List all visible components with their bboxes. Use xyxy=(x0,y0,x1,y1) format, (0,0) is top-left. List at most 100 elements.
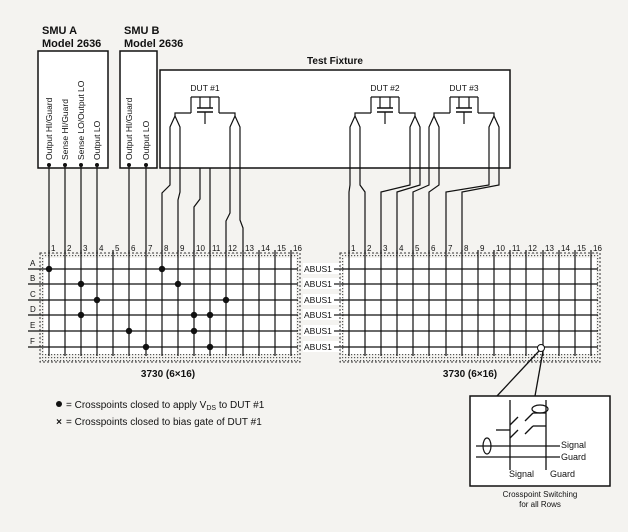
matrix-left-column-number: 7 xyxy=(148,244,153,253)
smu-a-box xyxy=(37,50,109,169)
matrix-left-column-number: 12 xyxy=(228,244,237,253)
dut-pin xyxy=(409,115,416,168)
dut-fan xyxy=(399,112,416,116)
inset-box xyxy=(469,395,611,487)
dut23-wire xyxy=(359,168,366,252)
abus-label-bg xyxy=(303,309,343,320)
inset-schematic xyxy=(476,400,560,470)
matrix-right-column-number: 13 xyxy=(545,244,554,253)
smu-b-model: Model 2636 xyxy=(124,38,183,50)
dut23-wire xyxy=(380,168,411,252)
inset-switch-icon xyxy=(509,429,519,439)
abus-label: ABUS1 xyxy=(304,264,332,274)
matrix-left-column-number: 11 xyxy=(212,244,221,253)
inset-switch-icon xyxy=(524,412,534,422)
row-label: A xyxy=(30,259,36,268)
matrix-right-column-number: 16 xyxy=(593,244,602,253)
abus-label-bg xyxy=(303,341,343,352)
abus-label: ABUS1 xyxy=(304,326,332,336)
matrix-right-column-number: 5 xyxy=(415,244,420,253)
closed-crosspoint xyxy=(77,280,85,288)
abus-label-bg xyxy=(303,294,343,305)
inset-signal-col: Signal xyxy=(509,469,534,479)
inset-connector-icon xyxy=(482,437,492,455)
matrix-right-column-number: 14 xyxy=(561,244,570,253)
legend-dot-icon xyxy=(56,401,62,407)
callout-crosspoint xyxy=(537,344,545,352)
matrix-left-column-number: 6 xyxy=(131,244,136,253)
matrix-left-frame-edge xyxy=(39,252,301,363)
dut1-wire xyxy=(239,168,244,252)
abus-label-bg xyxy=(303,278,343,289)
closed-crosspoint xyxy=(142,343,150,351)
dut-pin xyxy=(414,115,421,168)
matrix-right-column-number: 12 xyxy=(528,244,537,253)
closed-crosspoint xyxy=(45,265,53,273)
smu-a-terminal-label: Output LO xyxy=(92,120,102,160)
dut-fan xyxy=(478,112,495,116)
dut-pin xyxy=(234,115,241,168)
dut23-wire xyxy=(445,168,490,252)
smu-b-box xyxy=(119,50,158,169)
wiring xyxy=(48,165,500,252)
matrix-left-column-number: 5 xyxy=(115,244,120,253)
matrix-right-column-number: 7 xyxy=(448,244,453,253)
matrix-right-grid-area xyxy=(344,258,596,354)
dut-pin xyxy=(349,115,356,168)
fixture-title: Test Fixture xyxy=(307,56,363,67)
inset-switch-icon xyxy=(524,425,534,435)
dut-label: DUT #2 xyxy=(370,83,399,93)
matrix-right-column-number: 1 xyxy=(351,244,356,253)
matrix-right-column-number: 6 xyxy=(431,244,436,253)
inset-guard-col: Guard xyxy=(550,469,575,479)
dut-pin xyxy=(433,115,440,168)
legend-x-text: = Crosspoints closed to bias gate of DUT… xyxy=(66,417,262,428)
closed-crosspoint xyxy=(206,343,214,351)
closed-crosspoint xyxy=(190,327,198,335)
dut23-wire xyxy=(428,168,440,252)
closed-crosspoint xyxy=(125,327,133,335)
dut23-wire xyxy=(412,168,430,252)
matrix-left-column-number: 8 xyxy=(164,244,169,253)
dut23-wire xyxy=(461,168,500,252)
closed-crosspoint xyxy=(174,280,182,288)
matrix-right-column-number: 11 xyxy=(512,244,521,253)
matrix-right-column-number: 3 xyxy=(383,244,388,253)
dut23-wire xyxy=(348,168,351,252)
matrix-right-column-number: 8 xyxy=(464,244,469,253)
abus-label: ABUS1 xyxy=(304,342,332,352)
closed-crosspoint xyxy=(190,311,198,319)
matrix-right-column-number: 10 xyxy=(496,244,505,253)
abus-label-bg xyxy=(303,263,343,274)
smu-a-title: SMU A xyxy=(42,25,77,37)
smu-b-terminal-label: Output HI/Guard xyxy=(124,97,134,160)
dut-pin xyxy=(229,115,236,168)
legend: = Crosspoints closed to apply VDS to DUT… xyxy=(56,400,265,428)
dut1-wire xyxy=(177,168,181,252)
matrix-left-column-number: 14 xyxy=(261,244,270,253)
dut1-wire xyxy=(193,168,201,252)
matrix-left-grid-area xyxy=(44,258,296,354)
matrix-right-frame-edge xyxy=(339,252,601,363)
matrix-left-column-number: 2 xyxy=(67,244,72,253)
closed-crosspoint xyxy=(77,311,85,319)
matrix-right-column-number: 2 xyxy=(367,244,372,253)
smu-b-terminal-label: Output LO xyxy=(141,120,151,160)
smu-a-terminal-label: Output HI/Guard xyxy=(44,97,54,160)
matrix-left-column-number: 15 xyxy=(277,244,286,253)
row-label: D xyxy=(30,305,36,314)
closed-crosspoint xyxy=(222,296,230,304)
matrix-left-column-number: 3 xyxy=(83,244,88,253)
matrix-right-column-number: 9 xyxy=(480,244,485,253)
inset-caption-2: for all Rows xyxy=(519,500,561,509)
matrix-left-column-number: 10 xyxy=(196,244,205,253)
abus-label: ABUS1 xyxy=(304,279,332,289)
